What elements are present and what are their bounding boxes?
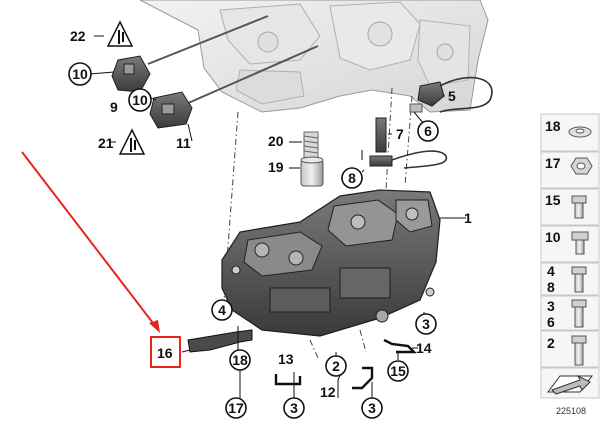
callout-2: 2 [325,355,347,377]
svg-text:15: 15 [390,363,406,379]
callout-5: 5 [448,88,456,104]
callout-22: 22 [70,28,86,44]
clip-part-13 [274,374,302,386]
legend-label-3: 3 [547,298,555,314]
callout-17: 17 [225,397,247,419]
svg-text:6: 6 [424,123,432,139]
bolt-icon-2 [571,335,587,366]
clip-part-14 [383,338,417,354]
callout-21: 21 [98,135,114,151]
callout-3-right: 3 [415,313,437,335]
reference-number: 225108 [556,406,586,416]
callout-19: 19 [268,159,284,175]
legend-label-8: 8 [547,279,555,295]
callout-3-bottom-right: 3 [361,397,383,419]
callout-9: 9 [110,99,118,115]
orientation-arrow-icon [547,374,593,395]
callout-13: 13 [278,351,294,367]
valve-body [221,189,441,337]
clip-part-12 [352,366,374,390]
legend-label-17: 17 [545,155,561,171]
svg-text:10: 10 [132,92,148,108]
highlight-box [150,336,181,368]
callout-18: 18 [229,349,251,371]
callout-16: 16 [157,345,173,361]
callout-10-top: 10 [68,62,92,86]
sensor-part-9 [111,55,151,93]
svg-text:3: 3 [368,400,376,416]
sensor-part-7 [375,117,387,153]
warning-triangle-icon-21 [118,128,146,155]
callout-15: 15 [387,360,409,382]
callout-4: 4 [211,299,233,321]
callout-14: 14 [416,340,432,356]
bolt-icon-15 [571,195,587,219]
callout-11: 11 [176,135,191,151]
transmission-case [139,0,489,113]
legend-label-15: 15 [545,192,561,208]
bolt-icon-4-8 [571,266,587,293]
hardware-legend: 18 17 15 10 4 8 3 6 2 [540,113,600,399]
svg-text:18: 18 [232,352,248,368]
bolt-icon-3-6 [571,299,587,328]
legend-label-4: 4 [547,263,555,279]
svg-text:3: 3 [422,316,430,332]
svg-text:4: 4 [218,302,226,318]
callout-3-bottom-left: 3 [283,397,305,419]
svg-text:10: 10 [72,66,88,82]
callout-20: 20 [268,133,284,149]
callout-12: 12 [320,384,336,400]
bolt-icon-10 [571,231,589,255]
callout-1: 1 [464,210,472,226]
callout-7: 7 [396,126,404,142]
spring-part-20 [303,131,319,159]
svg-text:2: 2 [332,358,340,374]
bracket-part-16 [187,329,253,353]
red-arrow [21,151,157,328]
callout-8: 8 [341,167,363,189]
callout-6: 6 [417,120,439,142]
sensor-part-5 [417,76,493,113]
svg-text:3: 3 [290,400,298,416]
legend-label-6: 6 [547,314,555,330]
clip-part-6 [409,103,423,113]
red-arrow-head [149,320,160,333]
legend-label-18: 18 [545,118,561,134]
harness-part-8 [361,150,447,169]
callout-10-lower: 10 [128,88,152,112]
svg-text:8: 8 [348,170,356,186]
legend-label-2: 2 [547,335,555,351]
piston-part-19 [300,156,324,187]
legend-label-10: 10 [545,229,561,245]
warning-triangle-icon-22 [106,20,134,47]
sensor-part-11 [149,91,193,129]
svg-text:17: 17 [228,400,244,416]
